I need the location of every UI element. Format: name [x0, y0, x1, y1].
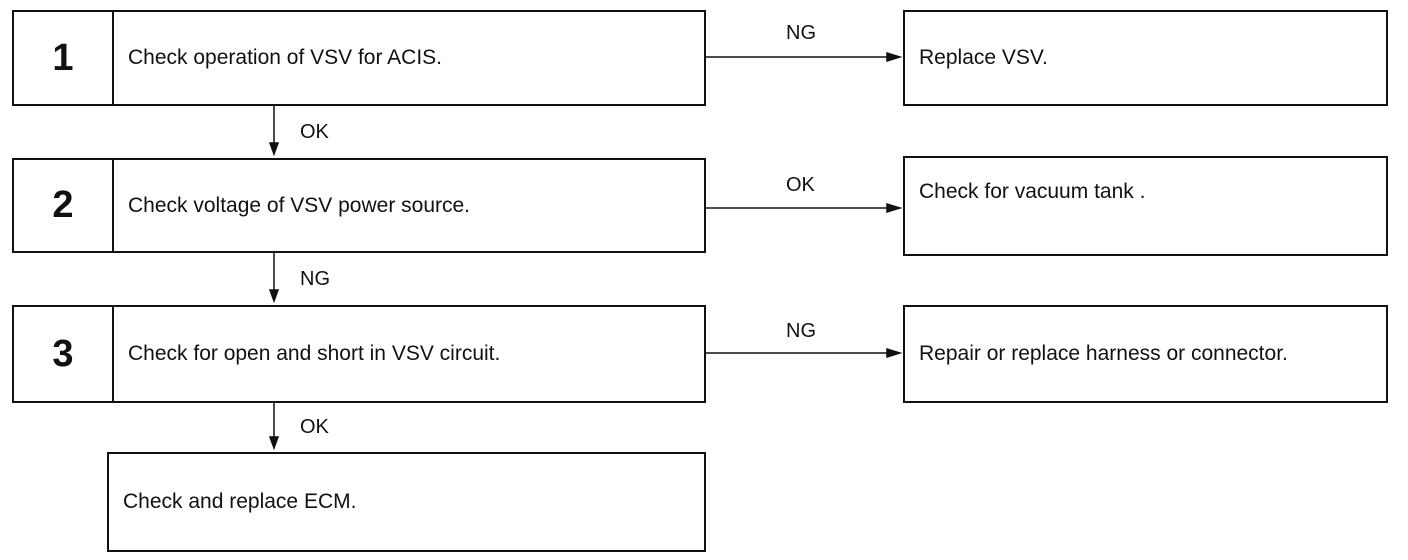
arrow-head-1-branch [886, 51, 903, 63]
step-3-text: Check for open and short in VSV circuit. [128, 342, 501, 365]
step-2-box: 2 Check voltage of VSV power source. [12, 158, 706, 253]
step-1-number: 1 [14, 12, 114, 104]
step-1-box: 1 Check operation of VSV for ACIS. [12, 10, 706, 106]
step-2-number: 2 [14, 160, 114, 251]
final-box: Check and replace ECM. [107, 452, 706, 552]
step-3-number: 3 [14, 307, 114, 401]
step-2-text: Check voltage of VSV power source. [128, 193, 471, 217]
branch-2-label: OK [786, 174, 815, 196]
arrow-head-3-to-final [268, 436, 280, 451]
arrow-head-2-to-3 [268, 289, 280, 304]
branch-1-result: Replace VSV. [903, 10, 1388, 106]
step-1-text: Check operation of VSV for ACIS. [128, 46, 442, 69]
branch-2-result: Check for vacuum tank . [903, 156, 1388, 256]
down-label-3: OK [300, 416, 329, 438]
branch-3-label: NG [786, 320, 816, 342]
step-3-box: 3 Check for open and short in VSV circui… [12, 305, 706, 403]
branch-1-label: NG [786, 22, 816, 44]
arrow-head-3-branch [886, 347, 903, 359]
branch-3-result: Repair or replace harness or connector. [903, 305, 1388, 403]
arrow-head-2-branch [886, 202, 903, 214]
arrow-head-1-to-2 [268, 142, 280, 157]
down-label-2: NG [300, 268, 330, 290]
down-label-1: OK [300, 121, 329, 143]
